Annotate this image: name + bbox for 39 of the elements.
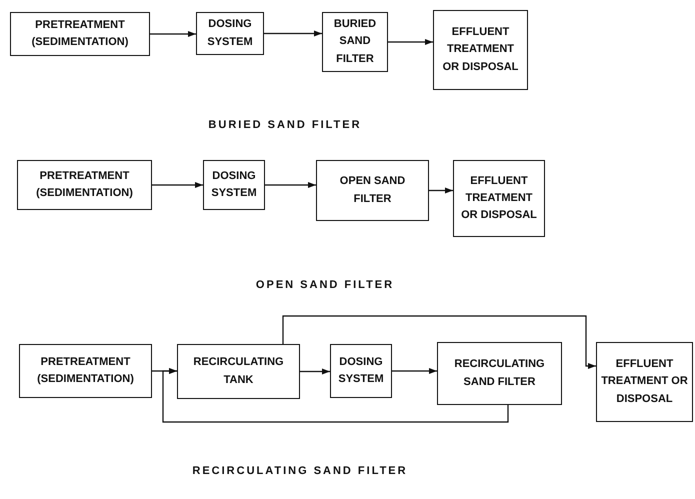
process-box	[196, 12, 264, 55]
box-label: PRETREATMENT (SEDIMENTATION)	[35, 168, 134, 201]
process-box	[316, 160, 429, 221]
diagram-caption: BURIED SAND FILTER	[208, 118, 362, 133]
box-label: EFFLUENT TREATMENT OR DISPOSAL	[460, 174, 538, 224]
process-box	[19, 344, 152, 398]
arrow	[300, 368, 330, 374]
arrow	[150, 31, 196, 37]
process-box	[453, 160, 545, 237]
process-box	[433, 10, 528, 90]
box-label: DOSING SYSTEM	[337, 354, 385, 387]
process-box	[596, 342, 693, 422]
box-label: RECIRCULATING TANK	[192, 355, 285, 388]
box-label: PRETREATMENT (SEDIMENTATION)	[36, 354, 135, 387]
arrow	[265, 182, 316, 188]
process-box	[330, 344, 392, 398]
arrow	[152, 182, 203, 188]
process-box	[322, 12, 388, 72]
process-box	[10, 12, 150, 56]
arrow	[264, 30, 322, 36]
box-label: PRETREATMENT (SEDIMENTATION)	[30, 18, 130, 50]
box-label: BURIED SAND FILTER	[332, 17, 378, 67]
process-box	[177, 344, 300, 399]
process-box	[437, 342, 562, 405]
box-label: EFFLUENT TREATMENT OR DISPOSAL	[442, 25, 520, 75]
arrow	[162, 368, 509, 423]
arrow	[429, 188, 453, 194]
box-label: OPEN SAND FILTER	[338, 174, 406, 206]
arrow	[392, 368, 437, 374]
arrow	[282, 315, 596, 369]
process-box	[203, 160, 265, 210]
box-label: DOSING SYSTEM	[210, 168, 258, 201]
box-label: RECIRCULATING SAND FILTER	[453, 357, 546, 390]
arrow	[388, 39, 433, 45]
box-label: DOSING SYSTEM	[206, 17, 254, 50]
box-label: EFFLUENT TREATMENT OR DISPOSAL	[601, 357, 688, 407]
diagram-caption: OPEN SAND FILTER	[256, 278, 394, 293]
process-box	[17, 160, 152, 210]
diagram-caption: RECIRCULATING SAND FILTER	[192, 464, 408, 479]
